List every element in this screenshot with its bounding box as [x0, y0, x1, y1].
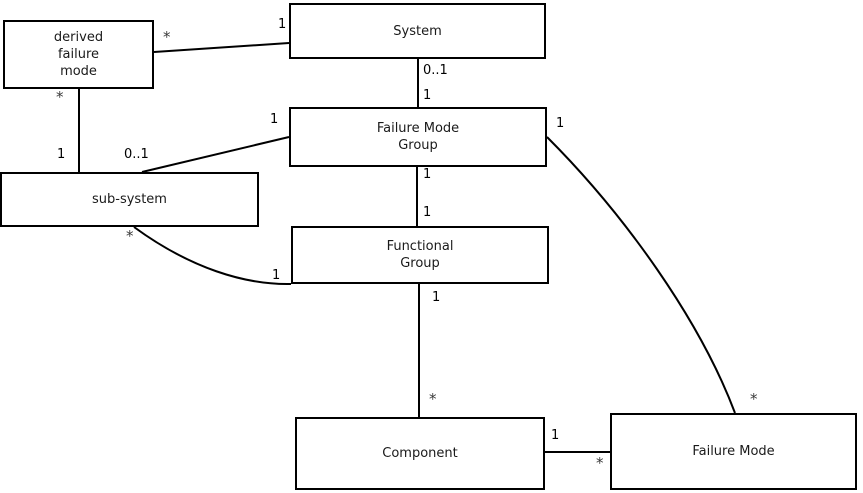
class-box-sub-system[interactable]: sub-system	[0, 172, 259, 227]
multiplicity-m-sub-to-fmg-near-fmg: 1	[270, 112, 279, 127]
class-name-sub-system: sub-system	[92, 192, 167, 207]
multiplicity-m-derived-to-sub-near-sub: 1	[57, 147, 66, 162]
class-name-functional-group: Functional Group	[386, 239, 454, 271]
class-name-failure-mode-group: Failure Mode Group	[376, 121, 460, 153]
association-derived-failure-mode-to-system	[153, 42, 290, 53]
class-box-derived-failure-mode[interactable]: derived failure mode	[3, 20, 154, 89]
multiplicity-m-comp-to-fm-near-comp: 1	[551, 428, 560, 443]
association-failure-mode-group-to-failure-mode	[546, 136, 736, 414]
multiplicity-m-derived-to-system-near-system: 1	[278, 17, 287, 32]
class-name-derived-failure-mode: derived failure mode	[53, 30, 104, 79]
class-box-component[interactable]: Component	[295, 417, 545, 490]
class-box-functional-group[interactable]: Functional Group	[291, 226, 549, 284]
class-box-failure-mode[interactable]: Failure Mode	[610, 413, 857, 490]
multiplicity-m-fg-to-comp-near-comp: *	[429, 390, 437, 408]
class-name-component: Component	[382, 446, 458, 461]
multiplicity-m-system-to-fmg-near-fmg: 1	[423, 88, 432, 103]
multiplicity-m-sub-to-fmg-near-sub: 0..1	[124, 147, 149, 162]
class-name-failure-mode: Failure Mode	[692, 444, 775, 459]
multiplicity-m-system-to-fmg-near-system: 0..1	[423, 63, 448, 78]
class-box-failure-mode-group[interactable]: Failure Mode Group	[289, 107, 547, 167]
multiplicity-m-fmg-to-fg-near-fmg: 1	[423, 167, 432, 182]
class-box-system[interactable]: System	[289, 3, 546, 59]
multiplicity-m-sub-to-fg-near-fg: 1	[272, 268, 281, 283]
multiplicity-m-sub-to-fg-near-sub: *	[126, 227, 134, 245]
multiplicity-m-comp-to-fm-near-fm: *	[596, 454, 604, 472]
class-name-system: System	[393, 23, 442, 39]
multiplicity-m-derived-to-sub-near-derived: *	[56, 88, 64, 106]
multiplicity-m-derived-to-system-near-derived: *	[163, 28, 171, 46]
multiplicity-m-fg-to-comp-near-fg: 1	[432, 290, 441, 305]
multiplicity-m-fmg-to-fm-near-fm: *	[750, 390, 758, 408]
association-sub-system-to-failure-mode-group	[141, 136, 290, 173]
multiplicity-m-fmg-to-fg-near-fg: 1	[423, 205, 432, 220]
multiplicity-m-fmg-to-fm-near-fmg: 1	[556, 116, 565, 131]
association-sub-system-to-functional-group	[133, 226, 292, 286]
